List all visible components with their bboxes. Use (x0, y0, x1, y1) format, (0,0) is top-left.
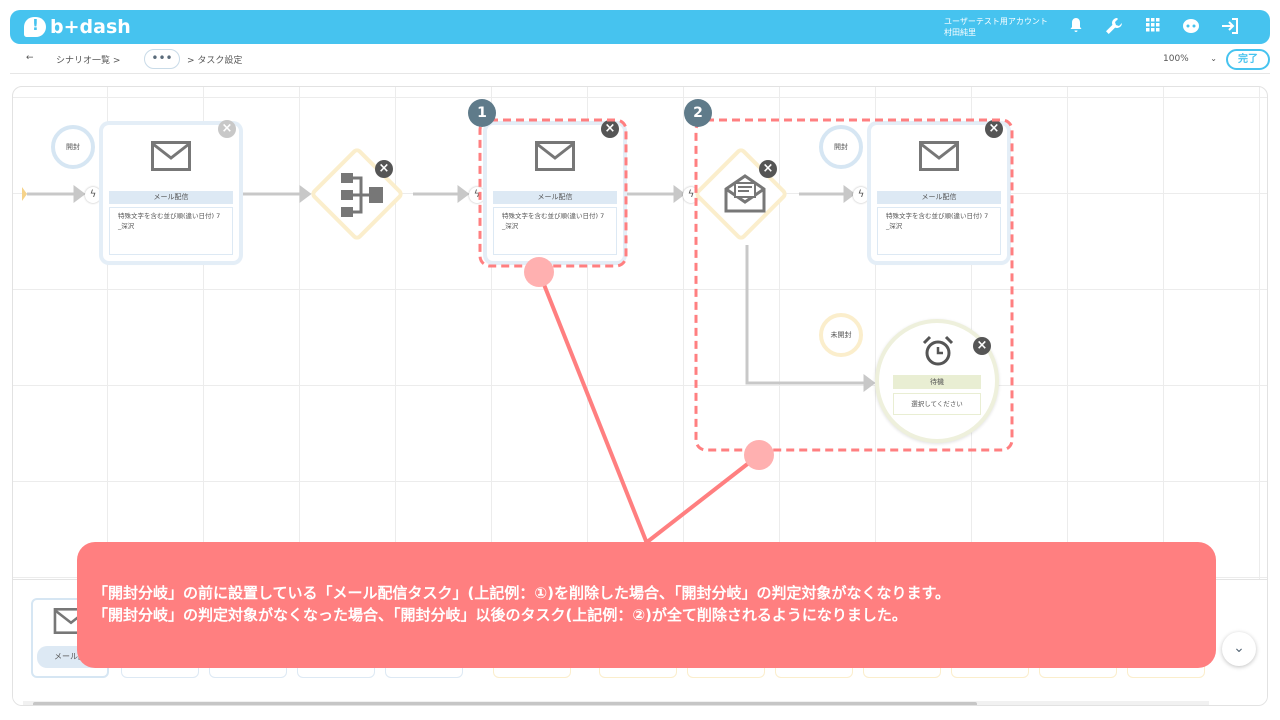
mail-task-card[interactable]: メール配信 特殊文字を含む並び順(違い日付) 7 _深沢 (487, 125, 623, 261)
mail-task-body-line1: 特殊文字を含む並び順(違い日付) 7 (886, 212, 989, 220)
logo-text: b+dash (50, 16, 131, 38)
wrench-icon[interactable] (1104, 17, 1124, 37)
callout-line-1: 「開封分岐」の前に設置している「メール配信タスク」(上記例：①)を削除した場合、… (93, 584, 950, 602)
trigger-bolt-icon: ϟ (853, 187, 869, 203)
open-mail-icon (724, 174, 766, 213)
mail-icon (919, 141, 959, 171)
annotation-badge-2: 2 (684, 99, 712, 127)
breadcrumb-current: > タスク設定 (187, 56, 243, 66)
unopened-label: 未開封 (819, 313, 863, 357)
mail-task-body-line1: 特殊文字を含む並び順(違い日付) 7 (502, 212, 605, 220)
delete-wait-icon[interactable]: × (973, 337, 991, 355)
support-bot-icon[interactable] (1181, 17, 1201, 37)
delete-open-branch-icon[interactable]: × (759, 160, 777, 178)
mail-task-body: 特殊文字を含む並び順(違い日付) 7 _深沢 (877, 207, 1001, 255)
split-branch-icon (341, 173, 383, 217)
account-name: ユーザーテスト用アカウント (944, 17, 1048, 26)
collapse-tray-chevron-icon[interactable]: ⌄ (1222, 632, 1256, 666)
done-button[interactable]: 完了 (1226, 49, 1270, 70)
horizontal-scrollbar[interactable] (23, 701, 1209, 705)
open-branch-pin: 開封 (51, 125, 95, 171)
back-arrow-icon[interactable]: ← (26, 53, 34, 63)
wait-title: 待機 (893, 375, 981, 389)
trigger-bolt-icon: ϟ (85, 187, 101, 203)
delete-task-icon[interactable]: × (985, 120, 1003, 138)
apps-grid-icon[interactable] (1143, 17, 1163, 37)
trigger-bolt-icon: ϟ (469, 187, 485, 203)
mail-task-body: 特殊文字を含む並び順(違い日付) 7 _深沢 (493, 207, 617, 255)
breadcrumb-bar: ← シナリオ一覧 > ••• > タスク設定 100% ⌄ 完了 (10, 44, 1270, 74)
callout-line-2: 「開封分岐」の判定対象がなくなった場合、「開封分岐」以後のタスク(上記例：②)が… (93, 606, 907, 624)
mail-task-body-line2: _深沢 (118, 222, 135, 230)
mail-task-title: メール配信 (877, 191, 1001, 204)
mail-task-body-line2: _深沢 (886, 222, 903, 230)
mail-icon (535, 141, 575, 171)
bdash-logo[interactable]: b+dash (24, 16, 131, 38)
account-info[interactable]: ユーザーテスト用アカウント 村田純里 (944, 16, 1048, 38)
user-name: 村田純里 (944, 28, 976, 37)
delete-task-icon[interactable]: × (218, 120, 236, 138)
chevron-down-icon: ⌄ (1210, 54, 1217, 63)
bell-icon[interactable] (1066, 17, 1086, 37)
mail-task-title: メール配信 (109, 191, 233, 204)
wait-select-placeholder[interactable]: 選択してください (893, 393, 981, 415)
top-header: b+dash ユーザーテスト用アカウント 村田純里 (10, 10, 1270, 44)
scrollbar-thumb[interactable] (33, 702, 977, 705)
mail-task-card[interactable]: メール配信 特殊文字を含む並び順(違い日付) 7 _深沢 (871, 125, 1007, 261)
open-label: 開封 (51, 125, 95, 169)
open-label: 開封 (819, 125, 863, 169)
mail-icon (151, 141, 191, 171)
mail-task-body-line1: 特殊文字を含む並び順(違い日付) 7 (118, 212, 221, 220)
breadcrumb-more-button[interactable]: ••• (144, 49, 180, 69)
open-branch-pin: 開封 (819, 125, 863, 171)
annotation-badge-1: 1 (468, 99, 496, 127)
mail-task-card[interactable]: メール配信 特殊文字を含む並び順(違い日付) 7 _深沢 (103, 125, 239, 261)
delete-branch-icon[interactable]: × (375, 160, 393, 178)
logout-icon[interactable] (1220, 17, 1240, 37)
alarm-clock-icon (922, 335, 954, 366)
breadcrumb-scenario-list[interactable]: シナリオ一覧 > (56, 56, 121, 66)
logo-bubble-icon (24, 16, 46, 37)
delete-task-icon[interactable]: × (601, 120, 619, 138)
explanation-callout: 「開封分岐」の前に設置している「メール配信タスク」(上記例：①)を削除した場合、… (77, 542, 1216, 668)
zoom-value: 100% (1163, 54, 1189, 64)
mail-task-title: メール配信 (493, 191, 617, 204)
unopened-branch-pin: 未開封 (819, 313, 863, 359)
mail-task-body-line2: _深沢 (502, 222, 519, 230)
mail-task-body: 特殊文字を含む並び順(違い日付) 7 _深沢 (109, 207, 233, 255)
zoom-select[interactable]: 100% ⌄ (1145, 50, 1223, 68)
